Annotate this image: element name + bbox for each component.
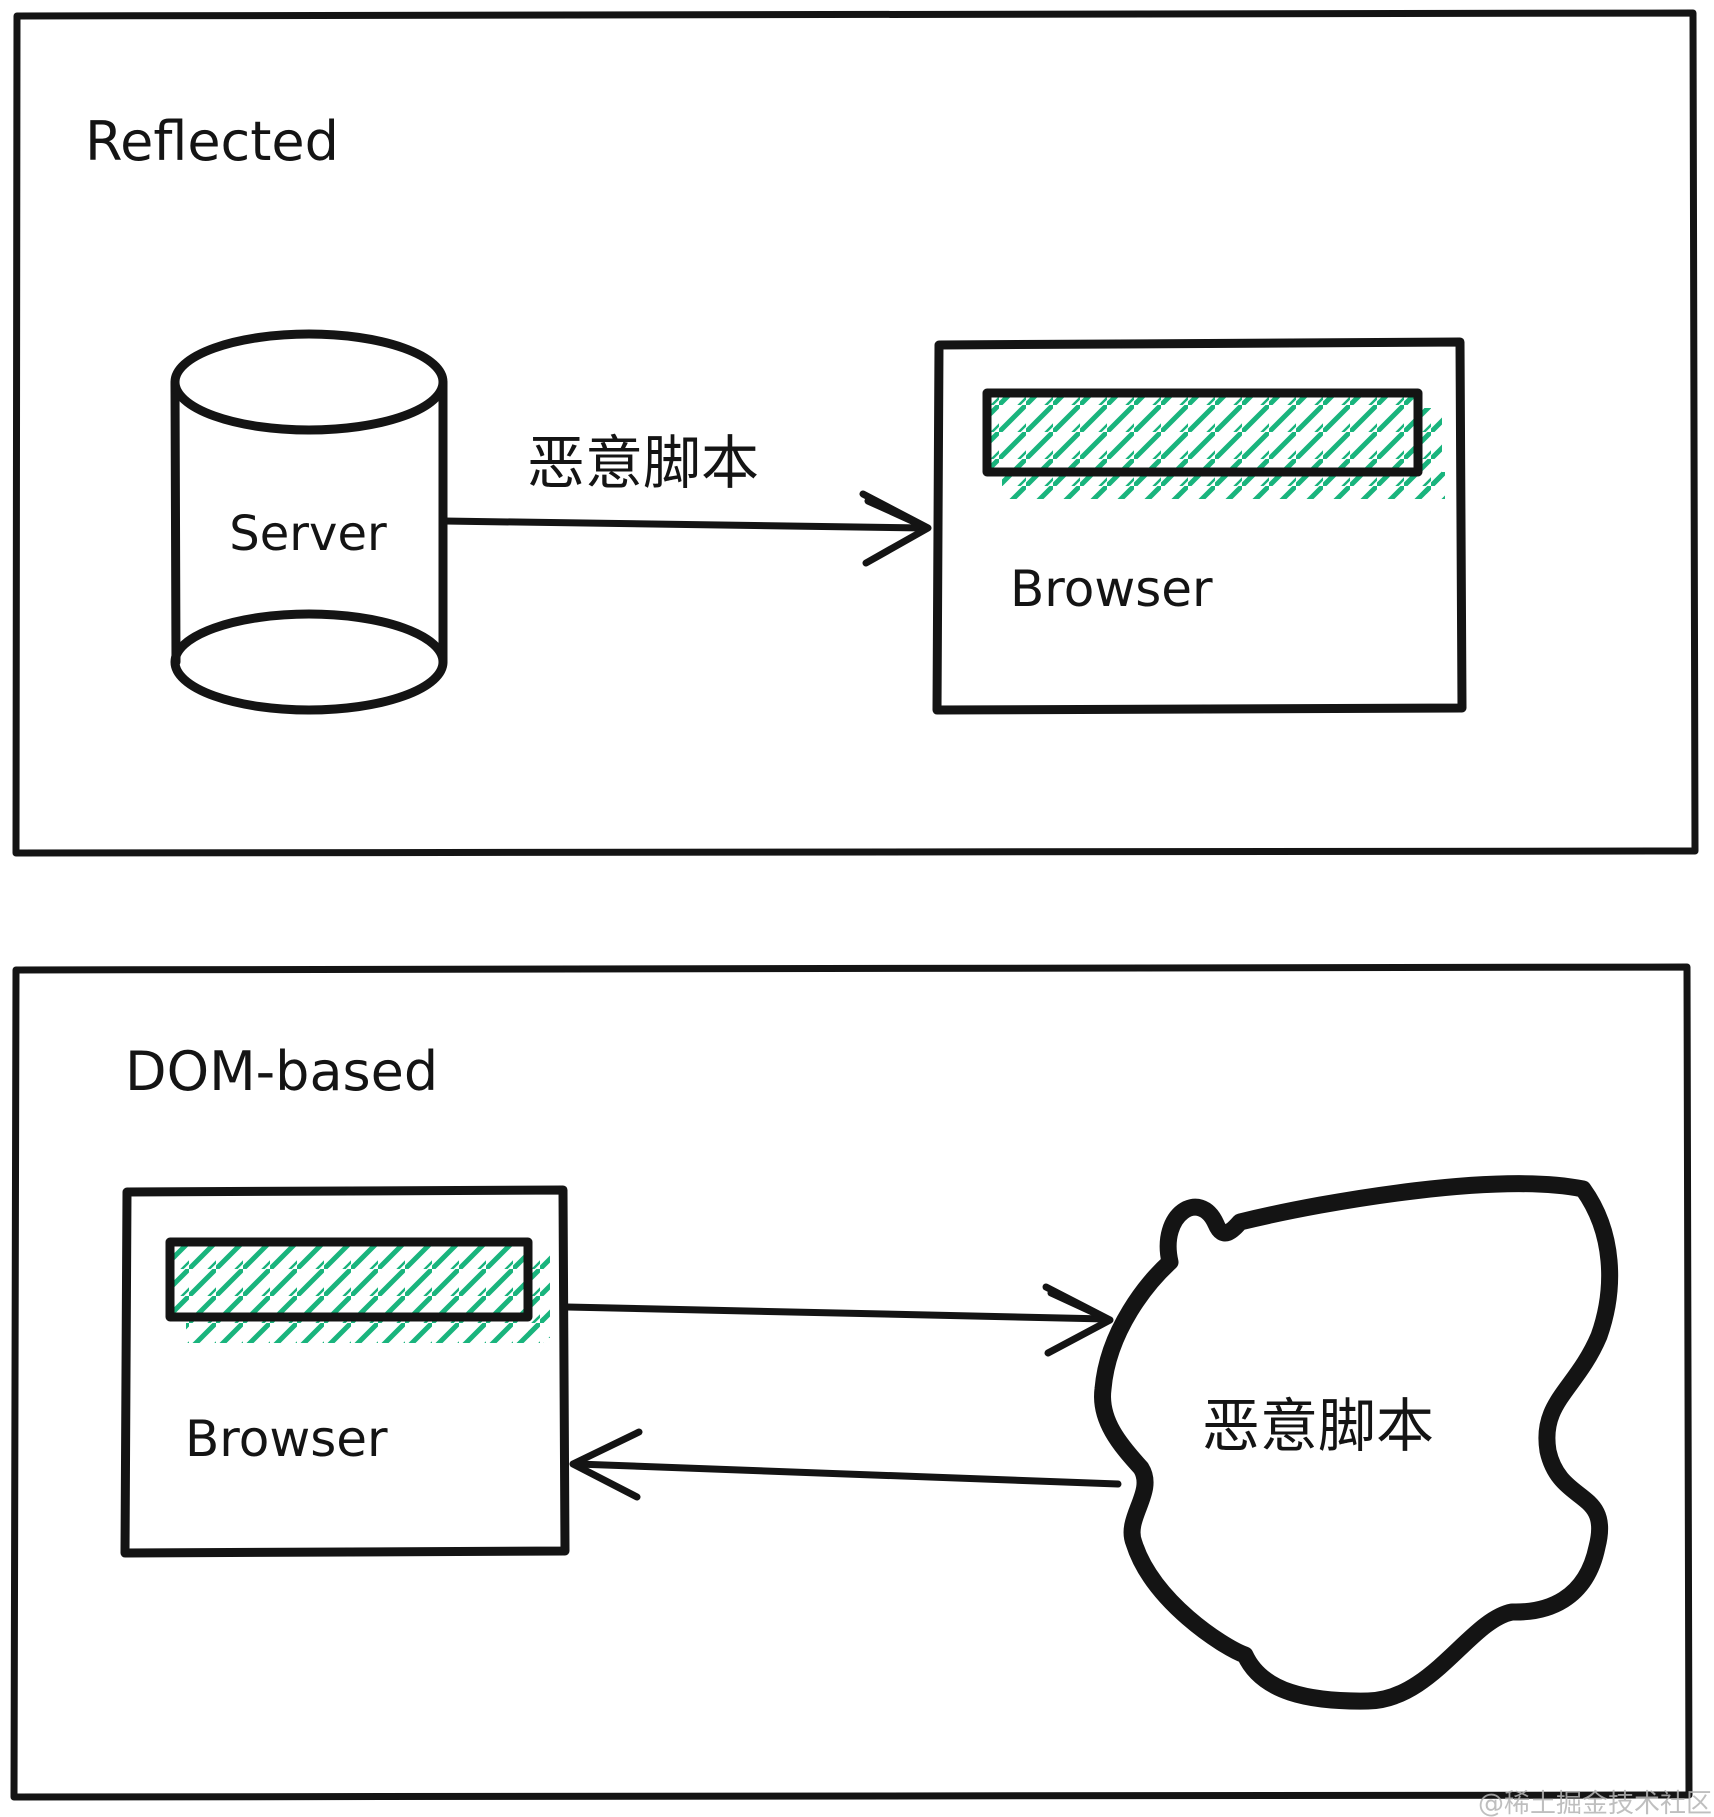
arrow-browser-to-blob: [563, 1283, 1114, 1357]
malicious-script-blob: 恶意脚本: [1094, 1175, 1619, 1710]
browser-window-border: [932, 337, 1467, 715]
panel-dom-based-border: [10, 963, 1693, 1801]
address-bar-hatched-dom: [165, 1237, 533, 1322]
panel-dom-based: DOM-based Browser 恶意脚本: [10, 963, 1693, 1801]
edge-label-malicious-script: 恶意脚本: [527, 429, 759, 497]
watermark: @稀土掘金技术社区: [1478, 1789, 1712, 1817]
browser-box-reflected: Browser: [932, 337, 1467, 715]
address-bar-hatched: [982, 388, 1423, 477]
server-cylinder: Server: [170, 329, 448, 715]
browser-window-border-dom: [120, 1185, 570, 1558]
browser-label-reflected: Browser: [1010, 560, 1213, 618]
blob-outline: [1094, 1175, 1619, 1710]
panel-title-reflected: Reflected: [85, 110, 339, 173]
panel-reflected: Reflected Server 恶意脚本: [12, 9, 1699, 857]
arrow-blob-to-browser: [569, 1428, 1122, 1501]
browser-label-dom: Browser: [185, 1410, 388, 1468]
address-bar-hatch-spill-dom-right: [528, 1254, 550, 1338]
arrow-server-to-browser: 恶意脚本: [440, 429, 932, 567]
panel-reflected-border: [12, 9, 1699, 857]
server-label: Server: [229, 506, 387, 562]
browser-box-dom: Browser: [120, 1185, 570, 1558]
panel-title-dom-based: DOM-based: [125, 1040, 438, 1103]
blob-label-malicious-script: 恶意脚本: [1202, 1392, 1434, 1460]
